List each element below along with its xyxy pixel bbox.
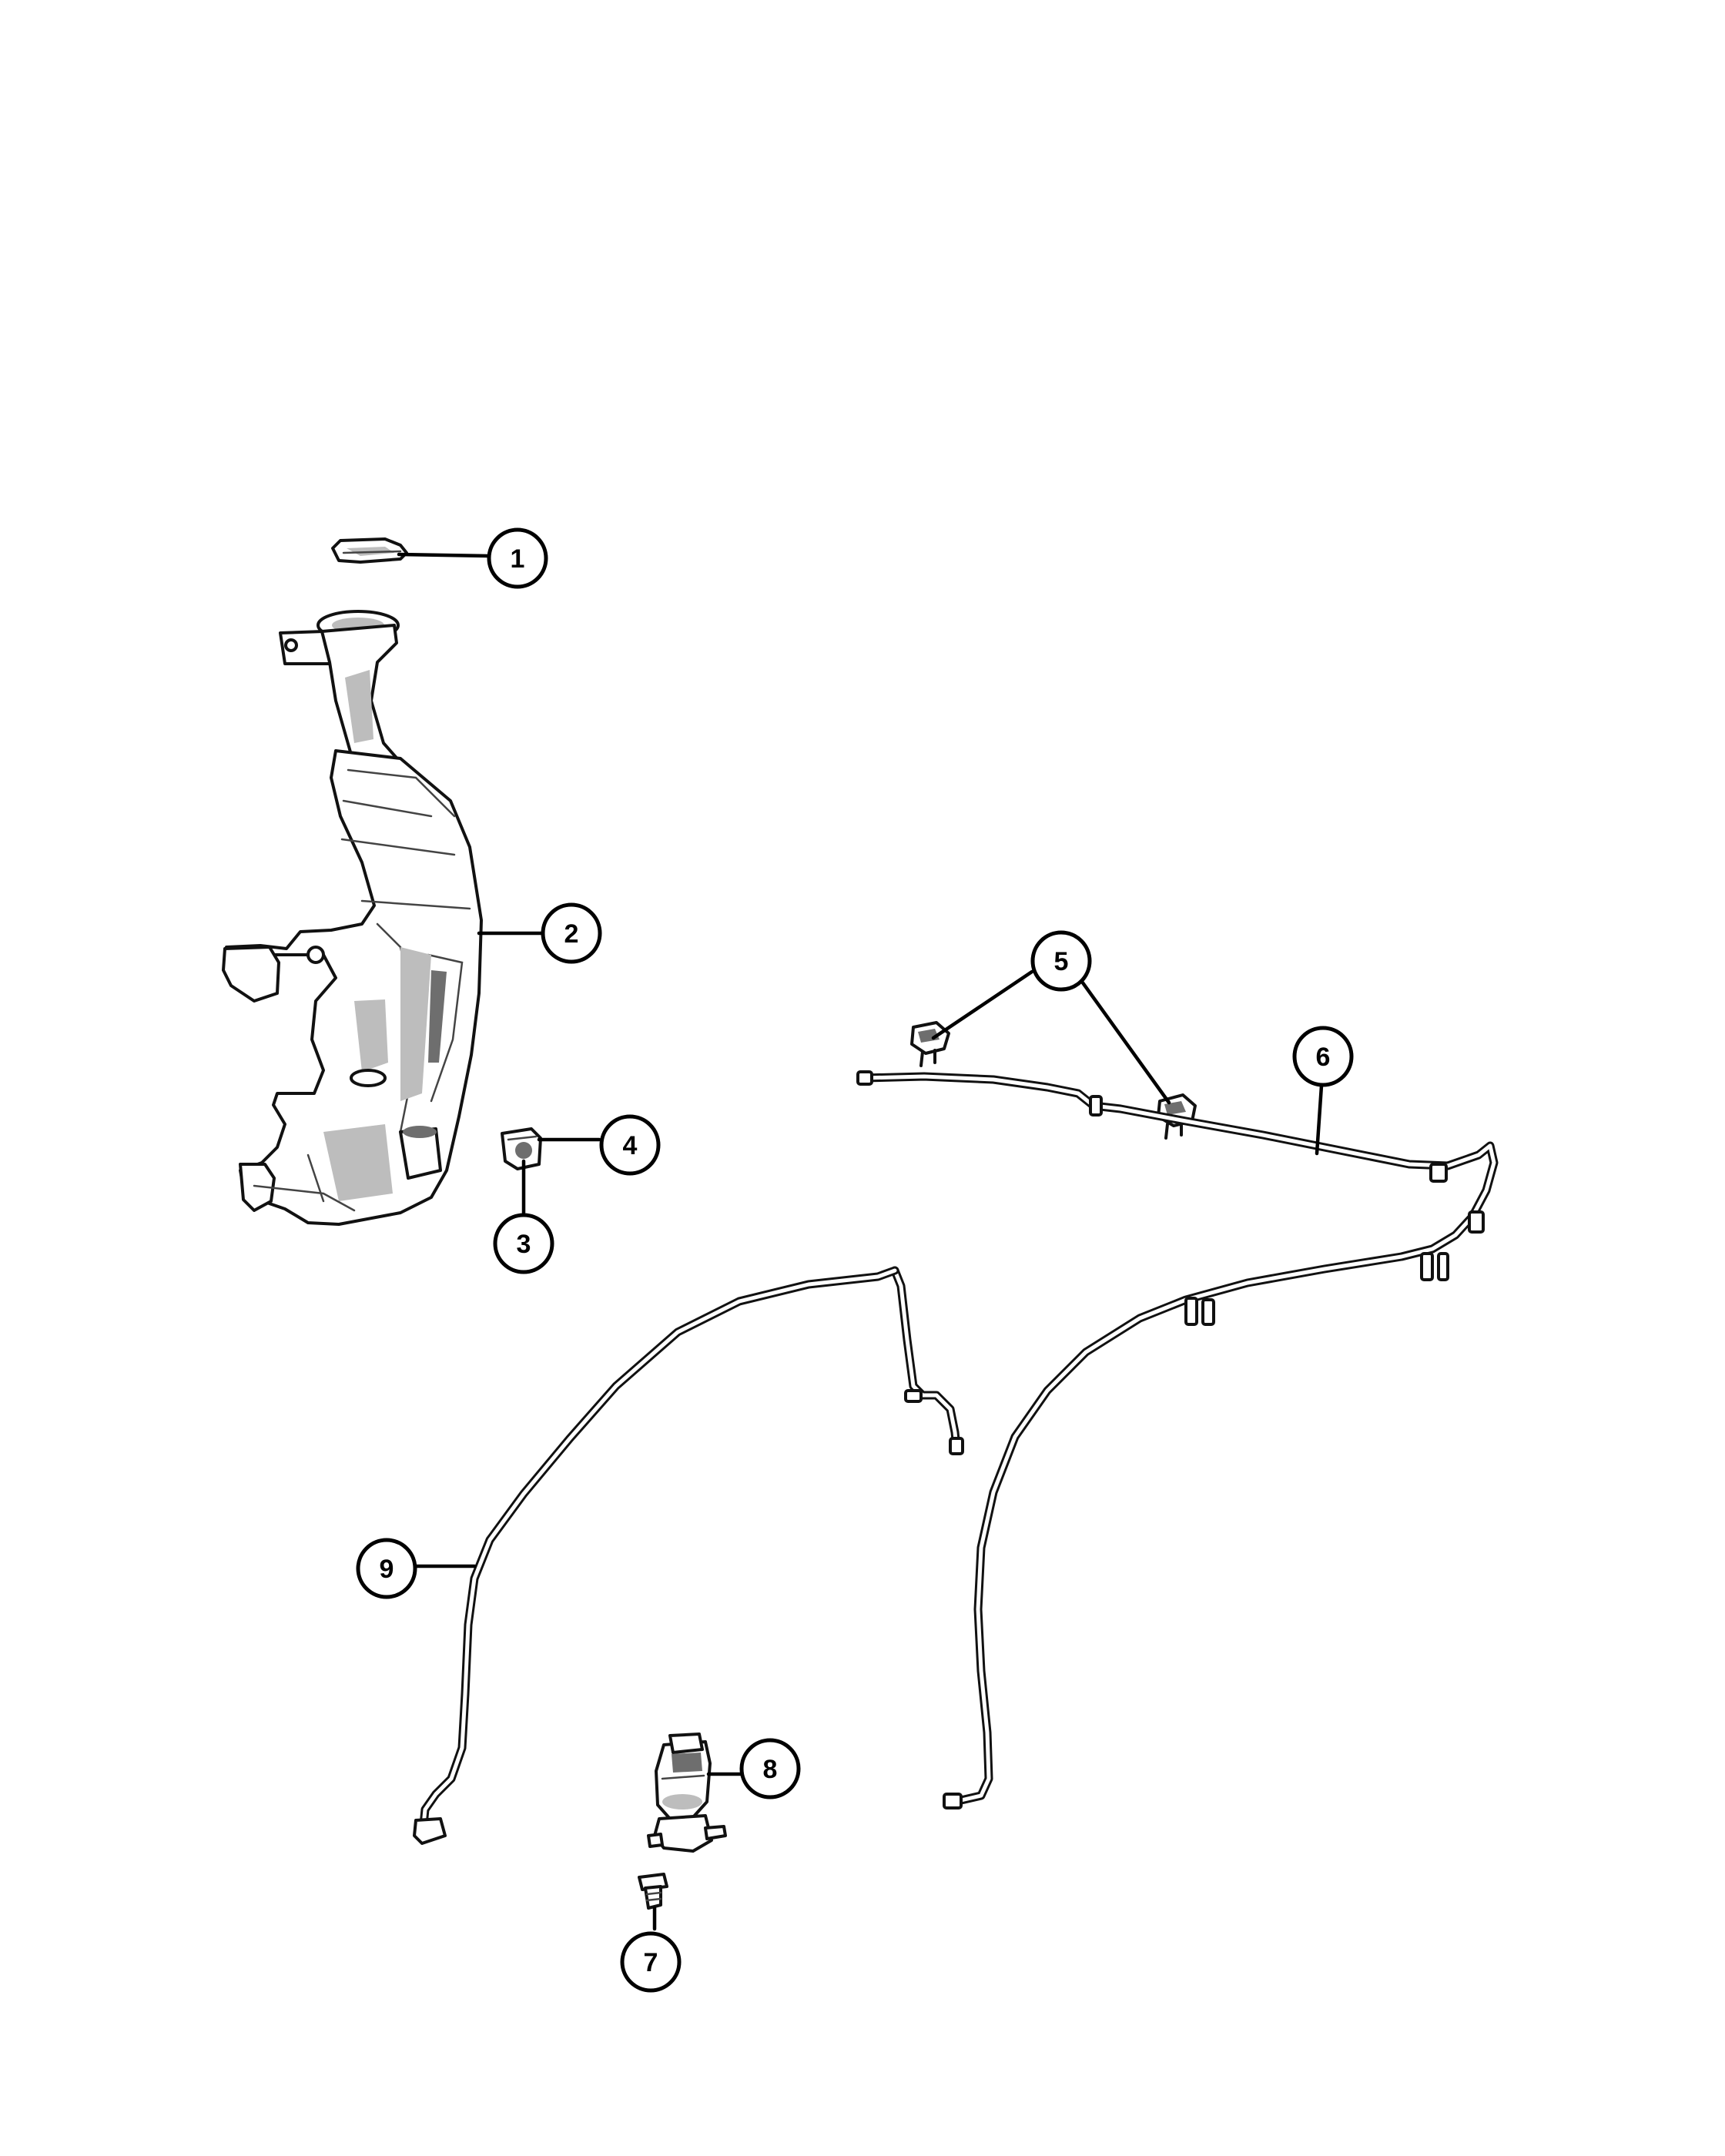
callout-1-label: 1 — [511, 544, 525, 574]
callout-1: 1 — [487, 527, 548, 589]
callout-8: 8 — [739, 1738, 801, 1799]
callout-5-label: 5 — [1054, 947, 1069, 976]
part-8-washer-pump — [647, 1732, 727, 1853]
callout-2: 2 — [541, 902, 602, 964]
leader-lines — [397, 552, 1324, 1931]
callout-5: 5 — [1030, 930, 1092, 992]
callout-4: 4 — [599, 1114, 661, 1176]
callout-9-label: 9 — [380, 1555, 394, 1584]
leader-6 — [1315, 1083, 1324, 1156]
callout-2-label: 2 — [564, 919, 579, 949]
callout-7: 7 — [620, 1931, 682, 1993]
part-7-screw — [638, 1873, 668, 1910]
callout-8-label: 8 — [763, 1755, 778, 1784]
leader-5b — [1076, 974, 1171, 1105]
callout-4-label: 4 — [623, 1131, 638, 1160]
callout-7-label: 7 — [644, 1948, 658, 1977]
leader-1 — [397, 552, 491, 558]
part-6-washer-hose — [856, 1070, 1499, 1810]
callout-9: 9 — [356, 1538, 417, 1599]
callout-6: 6 — [1292, 1026, 1354, 1087]
part-9-washer-hose — [413, 1266, 964, 1845]
part-2-washer-reservoir — [222, 610, 483, 1226]
part-1-filler-cap — [331, 537, 408, 564]
callout-6-label: 6 — [1316, 1043, 1331, 1072]
leader-5a — [931, 969, 1034, 1040]
part-5-washer-nozzle-left — [910, 1021, 950, 1067]
callout-3-label: 3 — [517, 1230, 531, 1259]
callout-3: 3 — [493, 1213, 554, 1274]
part-3-4-grommet — [501, 1127, 542, 1170]
